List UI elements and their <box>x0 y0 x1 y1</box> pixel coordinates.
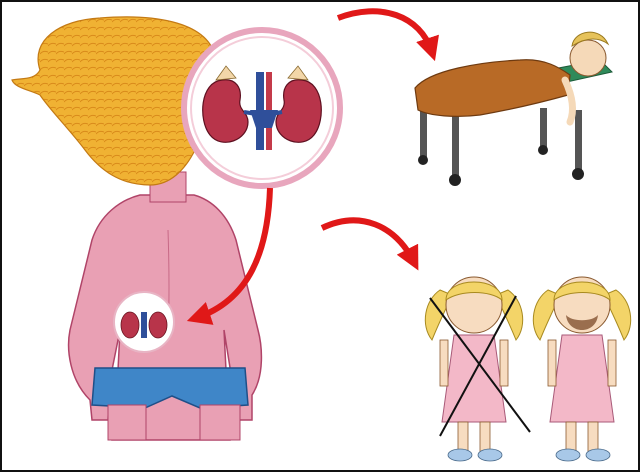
vessel-small <box>141 312 147 338</box>
girl-crossed-out <box>425 277 530 461</box>
left-leg <box>108 405 146 440</box>
arrow-to-girls <box>322 220 414 262</box>
girl-with-beard <box>533 277 630 461</box>
girl-dress <box>442 335 506 422</box>
kidneys-magnified-circle <box>184 30 340 186</box>
bearded-girl-dress <box>550 335 614 422</box>
left-kidney-small <box>121 312 139 338</box>
kidneys-on-back <box>114 292 174 352</box>
sick-person-arm <box>565 80 572 122</box>
right-leg <box>200 405 240 440</box>
bed-blanket <box>415 60 570 117</box>
arrow-to-bed <box>338 11 432 52</box>
sick-person-in-bed <box>415 32 612 186</box>
sick-person-head <box>570 40 606 76</box>
right-kidney-small <box>149 312 167 338</box>
